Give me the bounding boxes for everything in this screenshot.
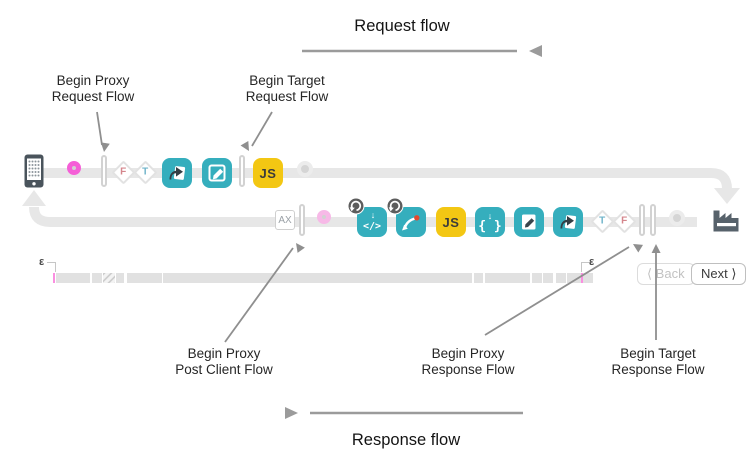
post-client-flow-marker[interactable] — [299, 204, 305, 236]
braces-icon: ↓ { } — [478, 211, 501, 234]
request-flow-arrowhead — [714, 188, 740, 204]
annotation-line: Post Client Flow — [175, 362, 273, 377]
response-assign-message-policy[interactable] — [514, 207, 544, 237]
annotation-line: Response Flow — [421, 362, 515, 377]
js-icon: JS — [259, 165, 277, 181]
annotation-line: Begin Proxy — [56, 73, 130, 88]
timeline-segment[interactable] — [567, 273, 593, 283]
ax-icon: AX — [278, 214, 292, 226]
next-button[interactable]: Next ⟩ — [691, 263, 747, 285]
pencil-icon — [208, 164, 226, 182]
epsilon-marker-right: ε — [589, 256, 595, 268]
arrowhead — [296, 243, 305, 253]
braces-glyph: { } — [478, 219, 501, 234]
pencil-page-icon — [522, 214, 536, 230]
response-start-node[interactable] — [669, 210, 685, 226]
epsilon-marker-left: ε — [39, 256, 45, 268]
arrow-post-client — [224, 247, 294, 343]
back-button[interactable]: ⟨ Back — [637, 263, 695, 285]
page-arrow-icon — [560, 215, 577, 229]
condition-true-label: T — [142, 166, 149, 178]
target-factory-icon[interactable] — [711, 206, 741, 232]
proxy-response-flow-marker[interactable] — [639, 204, 645, 236]
timeline-tick — [581, 273, 583, 283]
timeline-segment[interactable] — [116, 273, 124, 283]
annotation-line: Begin Proxy — [431, 346, 505, 361]
condition-false-label: F — [120, 166, 127, 178]
timeline-segment[interactable] — [127, 273, 162, 283]
arrow-target-request — [251, 111, 273, 147]
response-callout-policy[interactable] — [553, 207, 583, 237]
response-condition-true[interactable]: T — [590, 209, 615, 234]
response-direction-arrowhead — [285, 407, 298, 419]
response-flow-title: Response flow — [351, 431, 461, 449]
annotation-begin-post-client: Begin Proxy Post Client Flow — [134, 346, 314, 378]
timeline-tick — [53, 273, 55, 283]
condition-false-label: F — [621, 215, 628, 227]
request-end-node[interactable] — [297, 161, 313, 177]
annotation-begin-proxy-response: Begin Proxy Response Flow — [378, 346, 558, 378]
bracket-left — [47, 262, 56, 272]
down-arrow-icon: ↓ — [371, 210, 376, 220]
analytics-step[interactable]: AX — [275, 210, 295, 230]
annotation-begin-target-request: Begin Target Request Flow — [197, 73, 377, 105]
js-icon: JS — [442, 214, 460, 230]
arrowhead — [100, 142, 110, 152]
response-flow-arrowhead — [22, 190, 46, 206]
response-extract-variables-policy[interactable]: ↓ { } — [475, 207, 505, 237]
response-client-node[interactable] — [317, 210, 331, 224]
arrowhead — [633, 244, 644, 253]
request-assign-message-policy[interactable] — [202, 158, 232, 188]
annotation-line: Request Flow — [51, 89, 135, 104]
down-arrow-icon: ↓ — [488, 211, 493, 221]
response-condition-false[interactable]: F — [612, 209, 637, 234]
arrowhead — [651, 244, 661, 254]
annotation-begin-target-response: Begin Target Response Flow — [568, 346, 748, 378]
timeline-segment[interactable] — [532, 273, 542, 283]
route-arrow-icon — [402, 215, 420, 231]
arrow-proxy-request — [96, 111, 103, 146]
request-flow-title: Request flow — [354, 17, 450, 35]
target-request-flow-marker[interactable] — [239, 155, 245, 187]
timeline-segment[interactable] — [92, 273, 102, 283]
page-arrow-icon — [169, 166, 186, 180]
request-start-node[interactable] — [67, 161, 81, 175]
code-glyph: </> — [363, 221, 381, 232]
loop-badge-icon — [347, 197, 365, 215]
request-callout-policy[interactable] — [162, 158, 192, 188]
annotation-line: Begin Target — [620, 346, 696, 361]
condition-true-label: T — [599, 215, 606, 227]
timeline-segment[interactable] — [474, 273, 483, 283]
proxy-request-flow-marker[interactable] — [101, 155, 107, 187]
timeline-segment[interactable] — [485, 273, 530, 283]
loop-badge-icon — [386, 197, 404, 215]
target-response-flow-marker[interactable] — [650, 204, 656, 236]
timeline-segment[interactable] — [56, 273, 90, 283]
request-flow-line — [30, 168, 732, 190]
arrow-proxy-response — [484, 246, 630, 336]
timeline-segment[interactable] — [103, 273, 115, 283]
annotation-line: Begin Target — [249, 73, 325, 88]
timeline-segment[interactable] — [556, 273, 566, 283]
request-condition-false[interactable]: F — [111, 160, 136, 185]
annotation-line: Begin Proxy — [187, 346, 261, 361]
annotation-line: Request Flow — [245, 89, 329, 104]
request-direction-arrowhead — [529, 45, 542, 57]
annotation-line: Response Flow — [611, 362, 705, 377]
arrowhead — [240, 140, 249, 151]
code-icon: ↓ </> — [363, 210, 381, 232]
request-condition-true[interactable]: T — [133, 160, 158, 185]
timeline-segment[interactable] — [163, 273, 472, 283]
client-phone-icon[interactable] — [24, 154, 44, 188]
request-javascript-policy[interactable]: JS — [253, 158, 283, 188]
annotation-begin-proxy-request: Begin Proxy Request Flow — [3, 73, 183, 105]
response-xml-json-policy[interactable]: ↓ </> — [357, 207, 387, 237]
response-route-policy[interactable] — [396, 207, 426, 237]
response-javascript-policy[interactable]: JS — [436, 207, 466, 237]
timeline-segment[interactable] — [543, 273, 553, 283]
